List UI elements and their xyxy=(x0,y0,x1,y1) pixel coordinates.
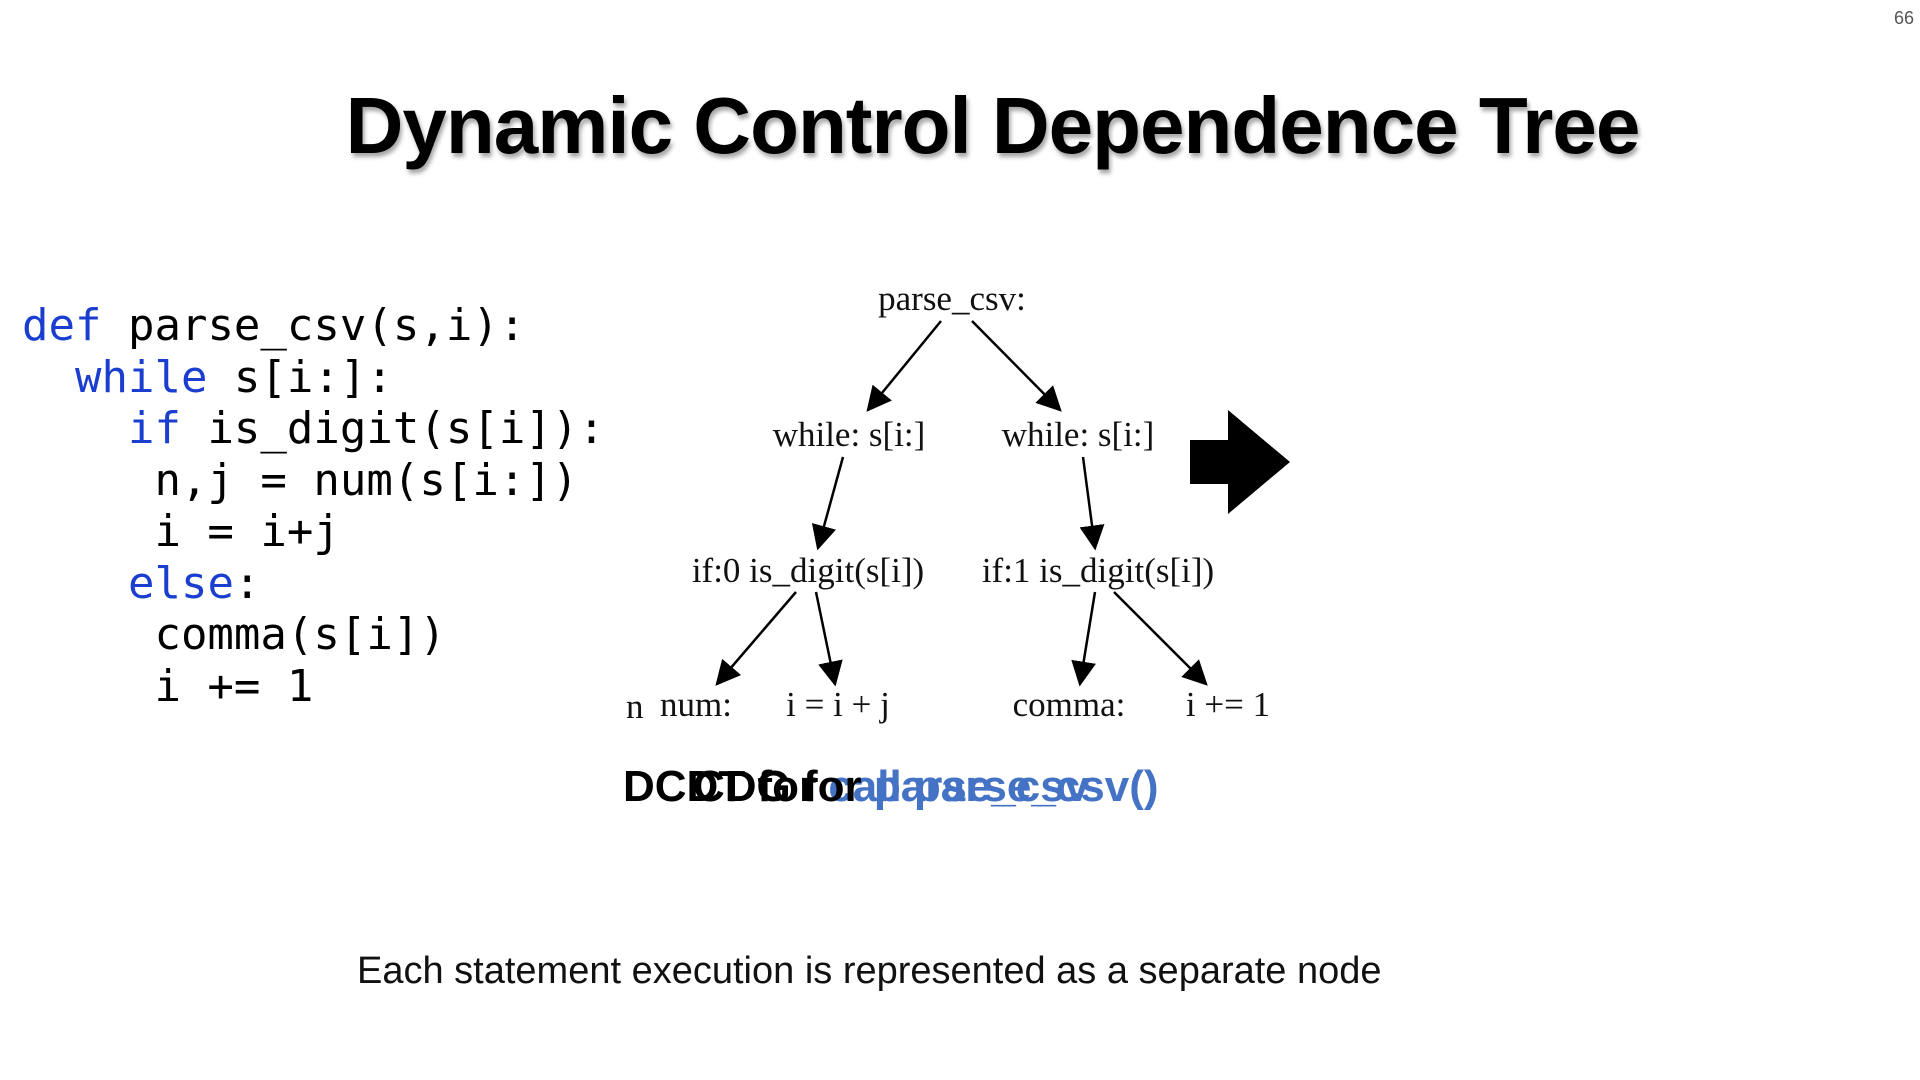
code-text: is_digit(s[i]): xyxy=(180,403,605,454)
code-line: i = i+j xyxy=(22,506,605,558)
tree-node-num-clipped: n xyxy=(626,687,644,726)
edge-root-to-while-left xyxy=(866,320,942,412)
caption-cdg: CDG for parse_csv xyxy=(693,762,1090,811)
code-text: s[i:]: xyxy=(207,351,393,403)
code-line: while s[i:]: xyxy=(22,352,605,404)
code-text: parse_csv(s,i): xyxy=(101,300,526,351)
code-line: i += 1 xyxy=(22,661,605,713)
code-text: i += 1 xyxy=(154,660,314,712)
tree-node-while-right: while: s[i:] xyxy=(1002,415,1155,454)
tree-node-root: parse_csv: xyxy=(878,279,1026,318)
edge-root-to-while-right xyxy=(971,320,1062,412)
code-keyword: while xyxy=(74,351,208,403)
caption-cdg-accent: parse_csv xyxy=(873,762,1090,811)
code-line: else: xyxy=(22,558,605,610)
code-line: comma(s[i]) xyxy=(22,609,605,661)
tree-node-assign: i = i + j xyxy=(786,685,890,724)
code-block: def parse_csv(s,i): while s[i:]: if is_d… xyxy=(22,300,605,712)
edge-if-left-to-num xyxy=(715,591,797,686)
code-line: n,j = num(s[i:]) xyxy=(22,455,605,507)
code-line: def parse_csv(s,i): xyxy=(22,300,605,352)
edge-if-left-to-assign xyxy=(814,591,843,687)
caption-dcdt-accent: call parse_csv() xyxy=(828,762,1159,811)
tree-node-if-left: if:0 is_digit(s[i]) xyxy=(692,551,924,590)
edge-if-right-to-comma xyxy=(1071,591,1097,687)
code-text: i = i+j xyxy=(154,506,340,557)
page-number: 66 xyxy=(1893,8,1914,28)
code-text: comma(s[i]) xyxy=(154,609,446,660)
tree-node-if-right: if:1 is_digit(s[i]) xyxy=(982,551,1214,590)
code-text: n,j = num(s[i:]) xyxy=(154,454,579,506)
code-line: if is_digit(s[i]): xyxy=(22,403,605,455)
edge-while-right-to-if-right xyxy=(1079,456,1105,551)
slide-title: Dynamic Control Dependence Tree xyxy=(345,81,1641,170)
code-keyword: if xyxy=(127,403,181,454)
caption-dcdt: DCDT for call parse_csv() xyxy=(623,762,1159,811)
code-keyword: def xyxy=(22,300,102,351)
code-keyword: else xyxy=(127,557,234,609)
right-arrow-icon xyxy=(1190,410,1290,514)
edge-if-right-to-inc xyxy=(1113,591,1208,686)
tree-node-num: num: xyxy=(660,685,732,724)
footer-text: Each statement execution is represented … xyxy=(357,950,1382,992)
tree-node-comma: comma: xyxy=(1013,685,1126,724)
control-dependence-tree: parse_csv: while: s[i:] while: s[i:] if:… xyxy=(626,279,1270,726)
tree-node-while-left: while: s[i:] xyxy=(773,415,926,454)
tree-node-inc: i += 1 xyxy=(1186,685,1270,724)
code-text: : xyxy=(233,557,261,609)
edge-while-left-to-if-left xyxy=(811,456,845,551)
